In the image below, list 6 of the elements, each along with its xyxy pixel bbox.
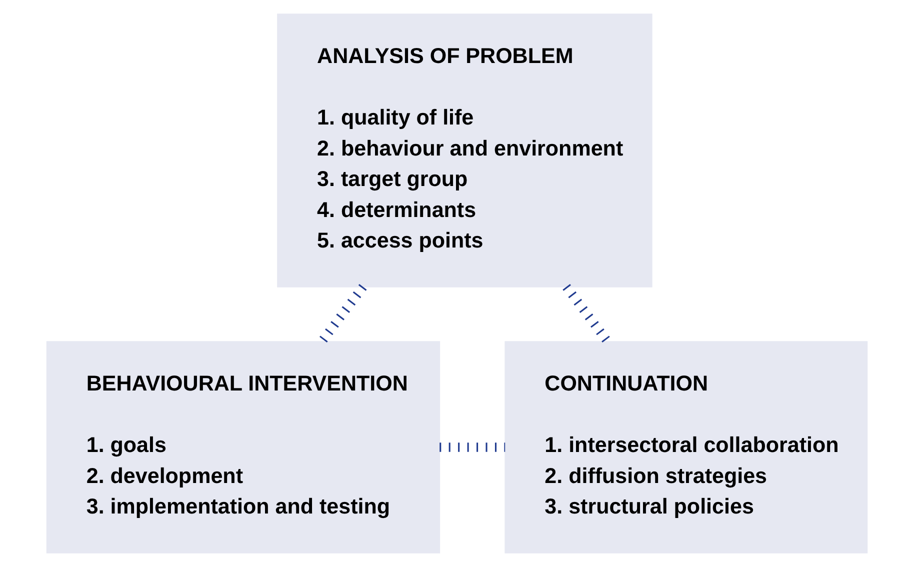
connector [318,284,366,344]
node-box: CONTINUATION 1. intersectoral collaboration 2. diffusion strategies 3. structural policies [504,341,868,554]
connector [562,284,611,344]
node-box: ANALYSIS OF PROBLEM 1. quality of life 2. behaviour and environment 3. target group 4. determinants 5. access points [276,14,652,288]
connector [439,442,505,452]
node-box: BEHAVIOURAL INTERVENTION 1. goals 2. development 3. implementation and testing [46,341,440,554]
